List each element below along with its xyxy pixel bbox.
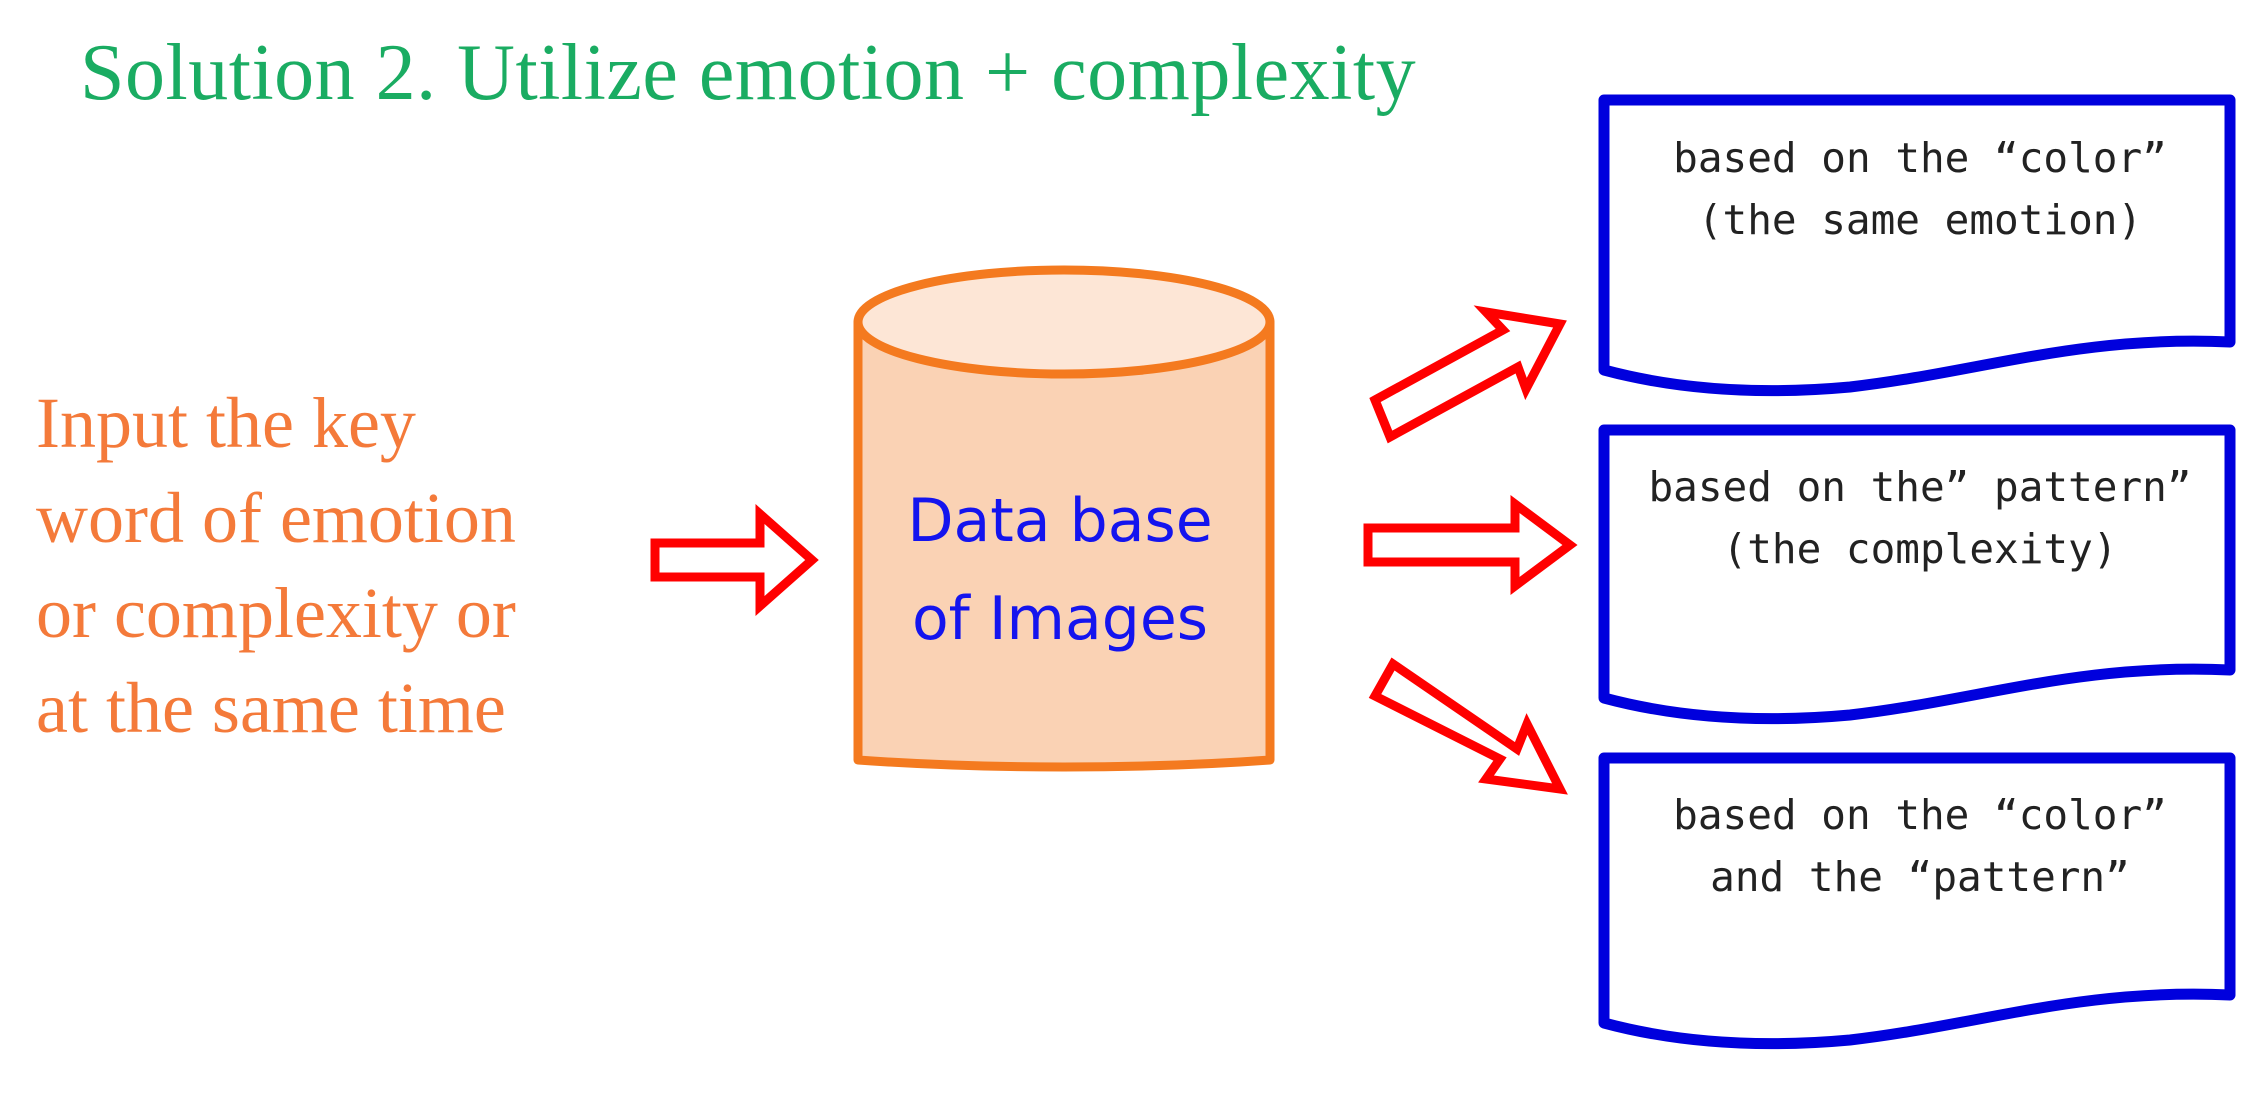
output-2-line: based on the” pattern” [1648, 463, 2192, 511]
input-line: word of emotion [36, 478, 516, 558]
input-line: or complexity or [36, 573, 516, 653]
input-arrow [650, 504, 819, 616]
output-1-text: based on the “color” (the same emotion) [1600, 127, 2240, 251]
output-1-line: based on the “color” [1673, 134, 2167, 182]
input-line: Input the key [36, 383, 416, 463]
database-label-line: of Images [911, 584, 1209, 654]
output-3-line: based on the “color” [1673, 791, 2167, 839]
database-cylinder [853, 265, 1275, 772]
output-arrow-right [1363, 495, 1578, 595]
output-arrow-down [1368, 657, 1568, 795]
output-document-1 [1598, 94, 2236, 397]
output-document-2 [1598, 424, 2236, 725]
output-2-text: based on the” pattern” (the complexity) [1600, 456, 2240, 580]
output-document-3 [1598, 752, 2236, 1050]
database-label-line: Data base [907, 486, 1213, 556]
input-description: Input the key word of emotion or complex… [36, 376, 596, 756]
output-3-text: based on the “color” and the “pattern” [1600, 784, 2240, 908]
output-1-line: (the same emotion) [1697, 196, 2143, 244]
output-arrow-up [1369, 305, 1567, 444]
database-top [853, 265, 1275, 379]
database-body [853, 317, 1275, 772]
page-title: Solution 2. Utilize emotion + complexity [80, 29, 1417, 117]
output-3-line: and the “pattern” [1710, 853, 2130, 901]
input-line: at the same time [36, 668, 506, 748]
output-2-line: (the complexity) [1722, 525, 2118, 573]
database-label: Data base of Images [855, 472, 1265, 668]
